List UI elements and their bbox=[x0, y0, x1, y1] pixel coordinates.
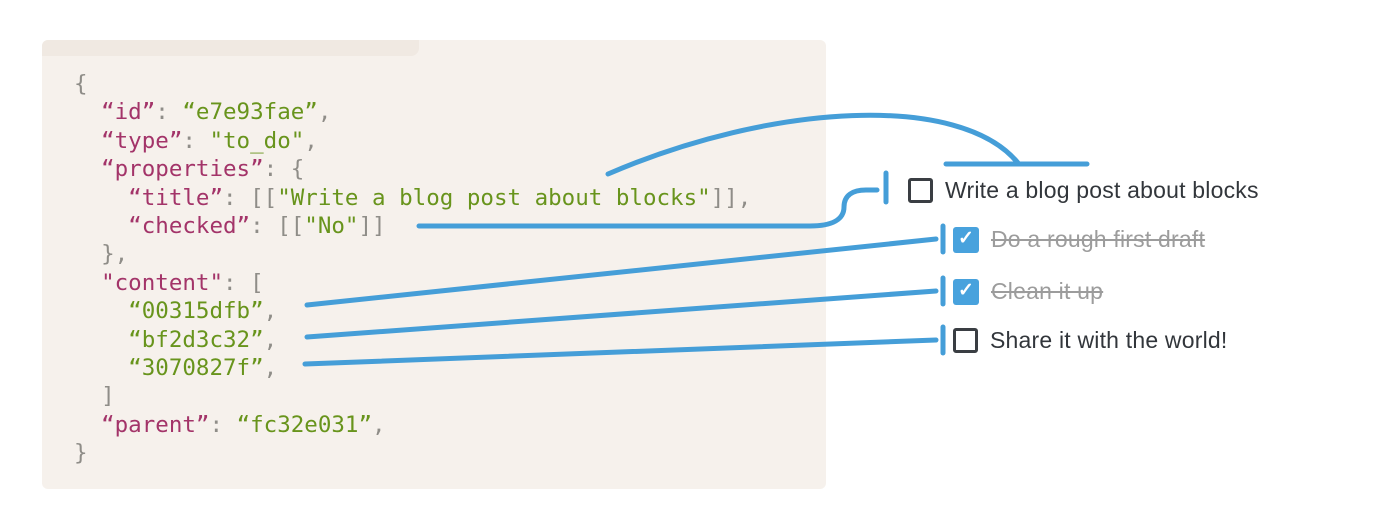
code-token bbox=[74, 185, 128, 211]
code-token: ]], bbox=[710, 184, 752, 211]
code-token bbox=[74, 355, 128, 381]
code-token: }, bbox=[74, 241, 129, 268]
code-line: }, bbox=[74, 240, 751, 268]
todo-checkbox[interactable]: ✓ bbox=[953, 278, 979, 305]
code-token bbox=[74, 99, 101, 125]
code-token: : [[ bbox=[250, 213, 305, 240]
code-token: : [[ bbox=[223, 184, 278, 211]
code-token: , bbox=[263, 355, 278, 382]
code-token: , bbox=[263, 298, 278, 325]
code-token: , bbox=[317, 99, 332, 126]
todo-item: ✓ Clean it up bbox=[953, 278, 1103, 305]
code-token bbox=[74, 213, 128, 239]
code-token: “checked” bbox=[128, 213, 251, 240]
code-token: : { bbox=[263, 156, 305, 183]
code-line: “type”: "to_do", bbox=[74, 127, 751, 155]
code-token bbox=[74, 270, 101, 296]
code-token: { bbox=[74, 71, 88, 97]
code-token: } bbox=[74, 440, 88, 467]
code-token: , bbox=[263, 326, 278, 353]
code-line: } bbox=[74, 439, 751, 467]
json-code-block: { “id”: “e7e93fae”, “type”: "to_do", “pr… bbox=[74, 70, 751, 468]
code-token: : bbox=[155, 99, 183, 126]
code-token: “00315dfb” bbox=[128, 298, 264, 325]
todo-item: Share it with the world! bbox=[953, 327, 1227, 353]
checkmark-icon: ✓ bbox=[958, 280, 974, 301]
todo-checkbox[interactable] bbox=[908, 177, 933, 203]
code-token: ] bbox=[74, 383, 115, 410]
code-token bbox=[74, 327, 128, 353]
todo-checkbox[interactable]: ✓ bbox=[953, 226, 979, 253]
todo-item: Write a blog post about blocks bbox=[908, 177, 1259, 203]
code-token: “bf2d3c32” bbox=[128, 326, 264, 353]
code-line: “checked”: [["No"]] bbox=[74, 212, 751, 240]
checkmark-icon: ✓ bbox=[958, 228, 974, 249]
code-line: “title”: [["Write a blog post about bloc… bbox=[74, 184, 751, 212]
code-line: “3070827f”, bbox=[74, 354, 751, 382]
code-token: "to_do" bbox=[209, 127, 305, 154]
todo-label: Do a rough first draft bbox=[991, 226, 1206, 252]
code-token: "No" bbox=[304, 213, 359, 240]
code-token: : bbox=[209, 411, 237, 438]
code-token: “type” bbox=[101, 127, 183, 154]
code-token: “properties” bbox=[101, 156, 264, 183]
code-token: "Write a blog post about blocks" bbox=[277, 184, 711, 211]
code-token: “3070827f” bbox=[128, 355, 264, 382]
panel-top-strip bbox=[42, 40, 419, 56]
code-line: “id”: “e7e93fae”, bbox=[74, 98, 751, 126]
code-line: "content": [ bbox=[74, 269, 751, 297]
code-token bbox=[74, 298, 128, 324]
code-token bbox=[74, 156, 101, 182]
todo-checkbox[interactable] bbox=[953, 327, 978, 353]
code-token bbox=[74, 412, 101, 438]
code-token: "content" bbox=[101, 269, 224, 296]
code-token: , bbox=[304, 127, 318, 154]
code-line: “00315dfb”, bbox=[74, 297, 751, 325]
code-line: ] bbox=[74, 382, 751, 410]
todo-label: Clean it up bbox=[991, 278, 1104, 304]
code-token: “title” bbox=[128, 184, 224, 211]
code-token: ]] bbox=[358, 213, 386, 240]
code-panel: { “id”: “e7e93fae”, “type”: "to_do", “pr… bbox=[42, 40, 826, 489]
code-line: “bf2d3c32”, bbox=[74, 326, 751, 354]
code-line: “parent”: “fc32e031”, bbox=[74, 411, 751, 439]
code-line: “properties”: { bbox=[74, 155, 751, 183]
code-token: “id” bbox=[101, 99, 156, 126]
todo-label: Write a blog post about blocks bbox=[945, 176, 1259, 203]
code-token: , bbox=[372, 411, 386, 438]
code-token: : bbox=[182, 127, 210, 154]
code-token: “fc32e031” bbox=[236, 411, 373, 438]
code-token bbox=[74, 128, 101, 154]
todo-item: ✓ Do a rough first draft bbox=[953, 226, 1205, 253]
code-token: “parent” bbox=[101, 411, 210, 438]
todo-label: Share it with the world! bbox=[990, 326, 1228, 353]
code-token: “e7e93fae” bbox=[182, 99, 318, 126]
code-token: : [ bbox=[223, 269, 264, 296]
code-line: { bbox=[74, 70, 751, 98]
